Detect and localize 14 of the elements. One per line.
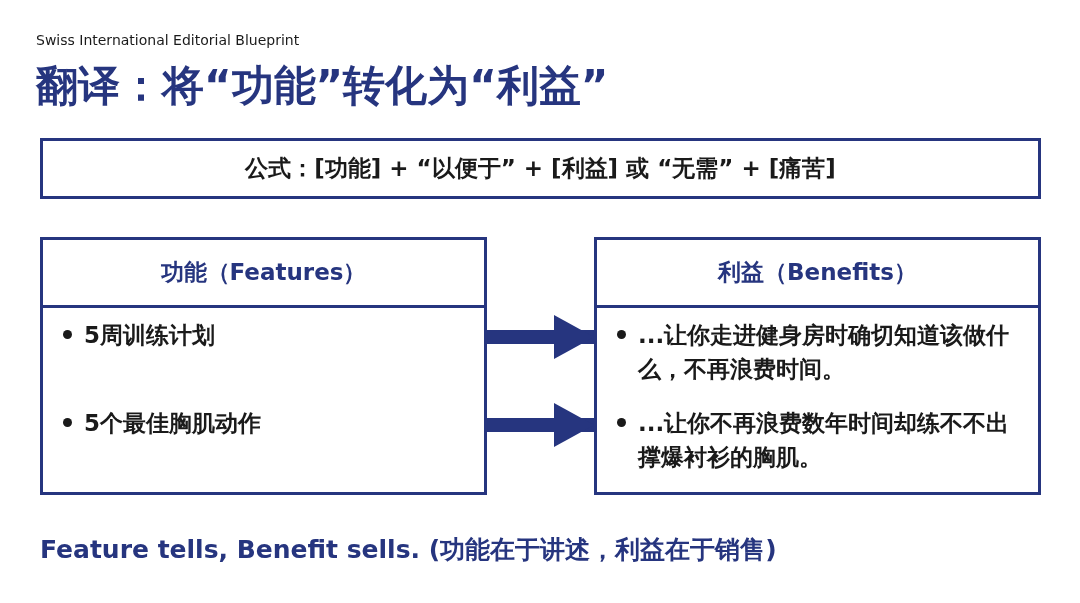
header-text: Swiss International Editorial Blueprint [36,32,300,48]
item-text: ...让你走进健身房时确切知道该做什么，不再浪费时间。 [638,321,1011,384]
column-panel [40,237,487,495]
caption: Feature tells, Benefit sells. (功能在于讲述，利益在于销售) [40,534,777,566]
arrow [487,403,594,447]
column-heading: 利益（Benefits） [597,240,1038,308]
arrow [487,315,594,359]
item-text: ...让你不再浪费数年时间却练不不出撑爆衬衫的胸肌。 [638,409,1011,472]
column-heading: 功能（Features） [43,240,484,308]
item-text: 5周训练计划 [84,321,215,350]
item-text: 5个最佳胸肌动作 [84,409,261,438]
formula-box: 公式：[功能] + “以便于” + [利益] 或 “无需” + [痛苦] [40,138,1041,199]
column-panel [594,237,1041,495]
title: 翻译：将“功能”转化为“利益” [36,60,609,112]
